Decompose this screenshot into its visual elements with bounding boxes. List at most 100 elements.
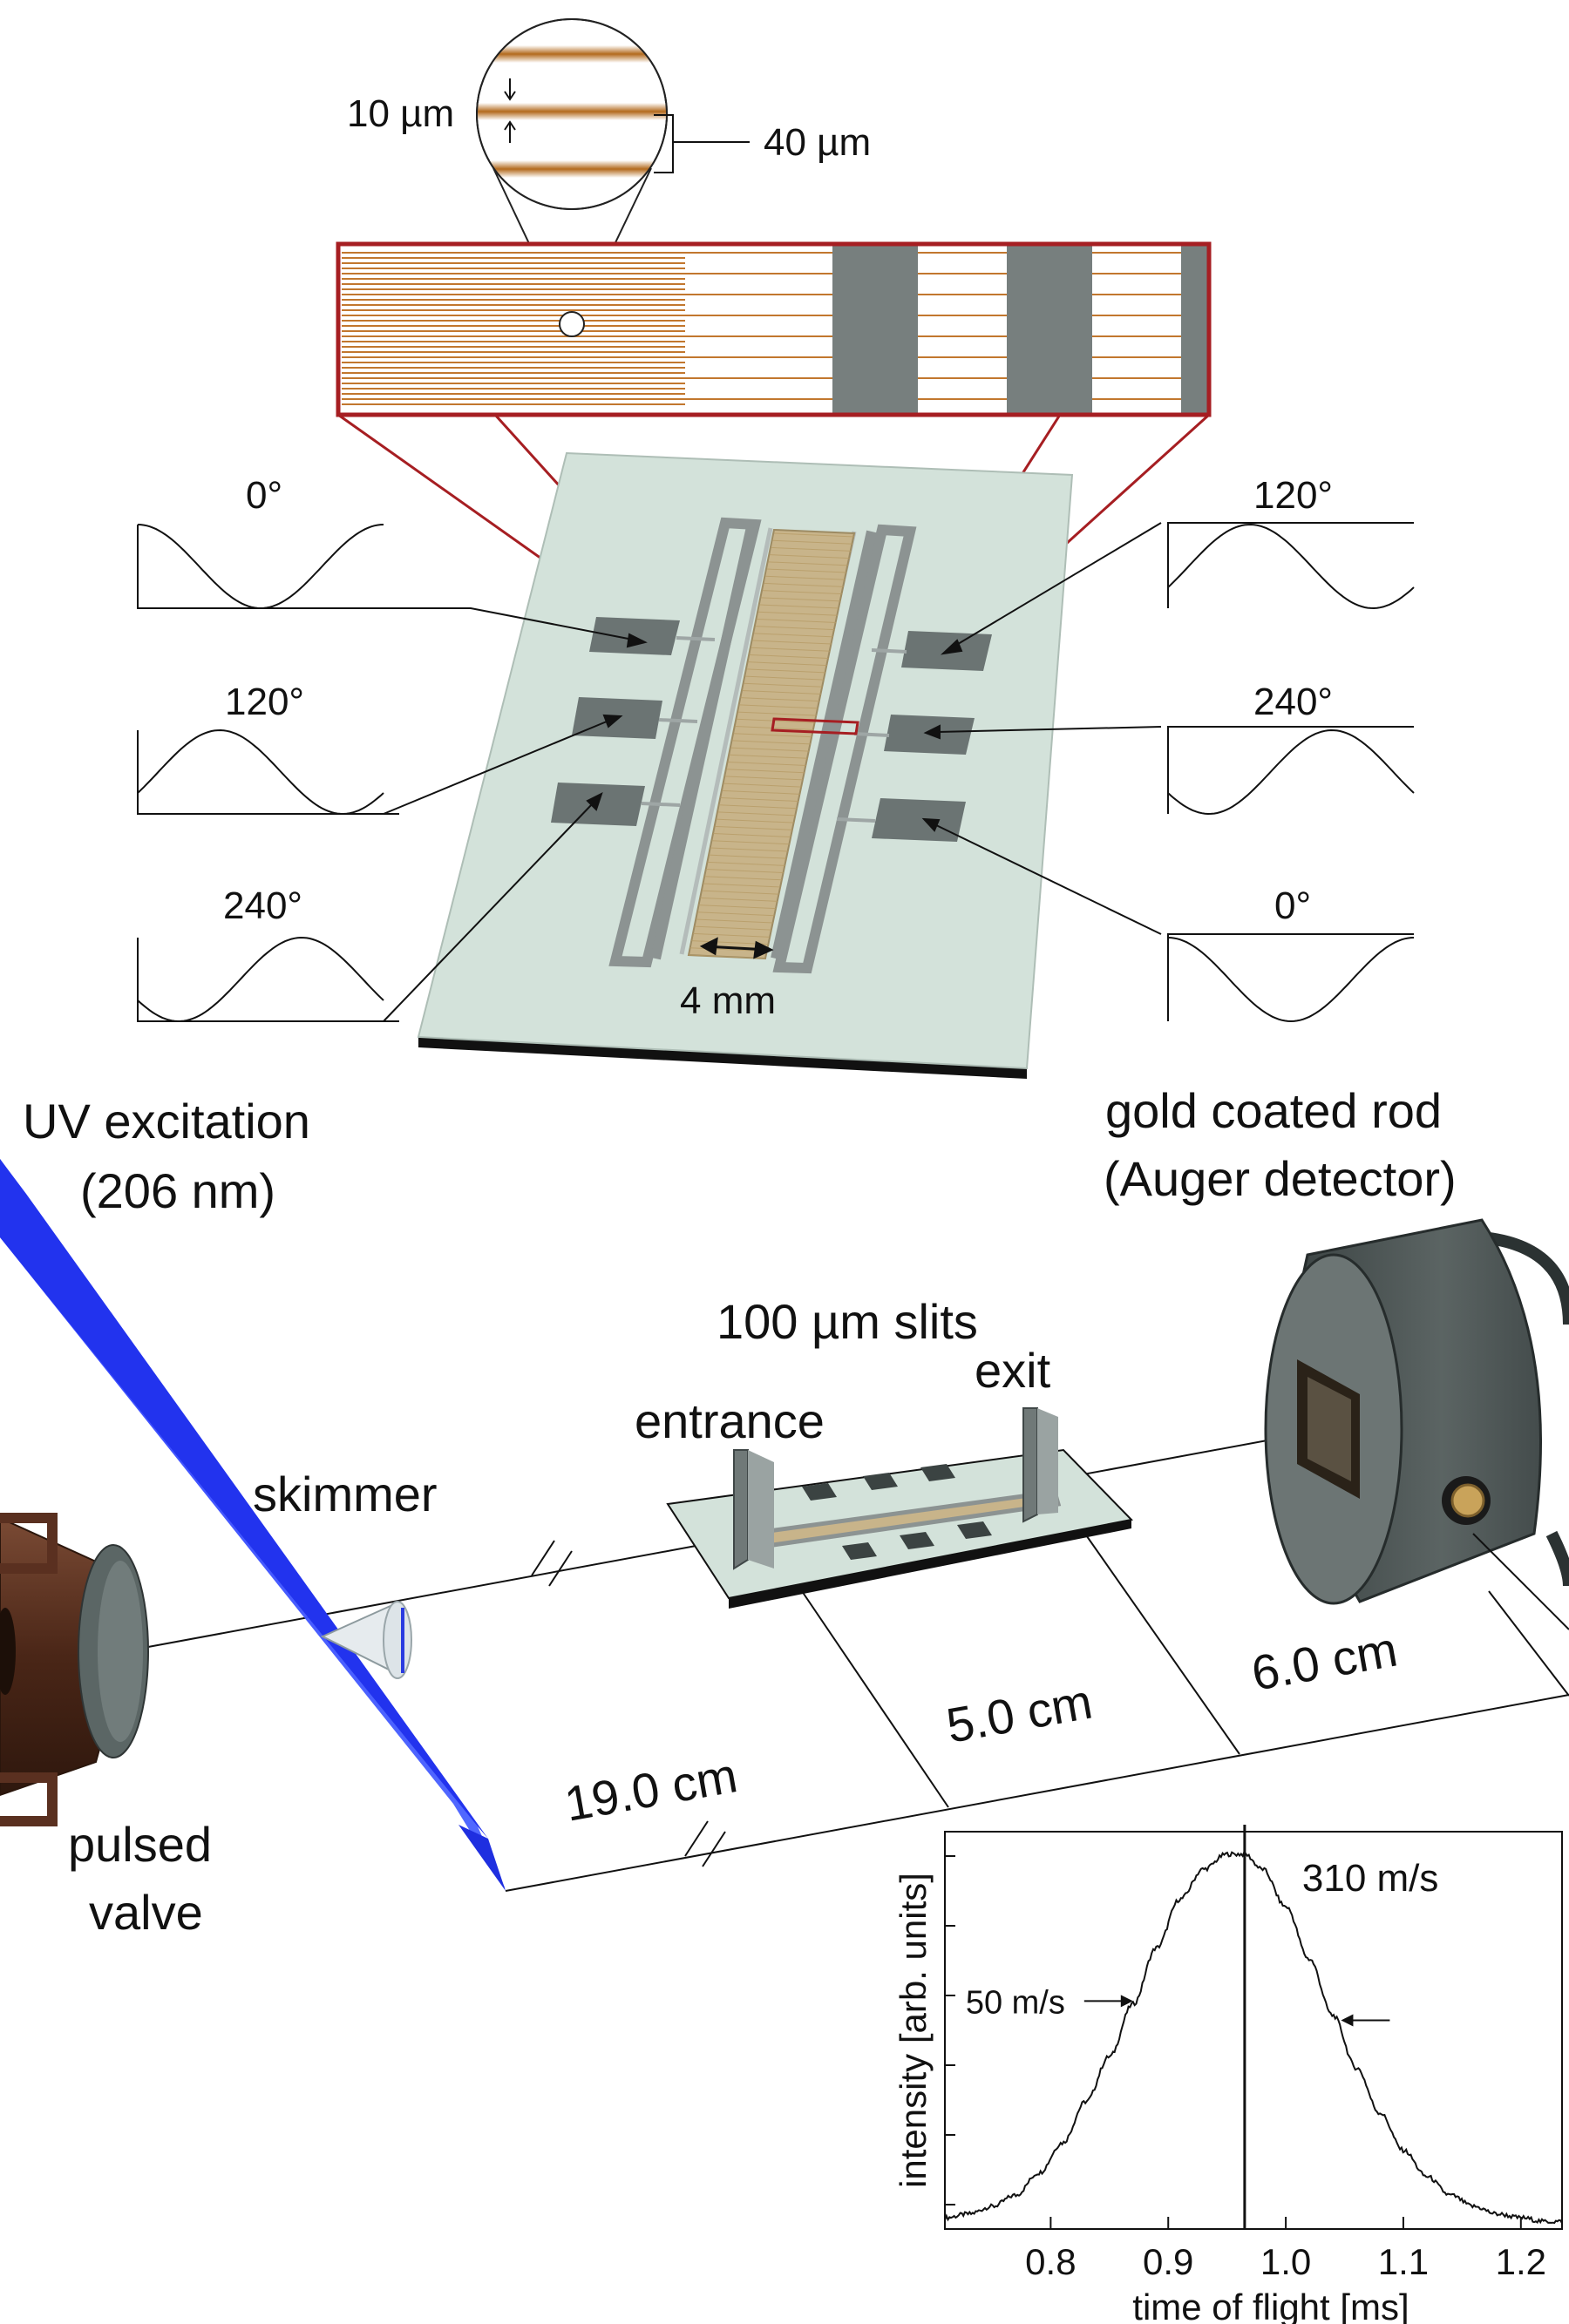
chip-electrode-line — [718, 804, 798, 810]
chip-electrode-line — [717, 811, 796, 816]
line-width-label: 10 µm — [347, 92, 454, 135]
exit-label: exit — [975, 1343, 1051, 1398]
chip-electrode-line — [773, 532, 855, 538]
chip-electrode-line — [727, 762, 806, 767]
skimmer — [320, 1601, 412, 1679]
chip-electrode-line — [736, 718, 816, 723]
chip-electrode-line — [769, 554, 850, 559]
chip-electrode-line — [735, 725, 814, 730]
tof-width-label: 50 m/s — [966, 1984, 1065, 2021]
chip-electrode-line — [696, 911, 775, 917]
chip-electrode-line — [766, 568, 847, 573]
chip-electrode-line — [731, 740, 811, 745]
chip-electrode-line — [762, 590, 843, 595]
chip-electrode-line — [771, 546, 852, 552]
chip-electrode-line — [720, 797, 799, 803]
chip-electrode-line — [709, 854, 787, 859]
phase-sine-wave — [137, 936, 384, 1023]
chip-electrode-line — [713, 833, 791, 838]
detector-label-line2: (Auger detector) — [1104, 1151, 1457, 1206]
chip-electrode-line — [726, 769, 805, 774]
chip-electrode-line — [711, 840, 790, 845]
chip-electrode-line — [740, 697, 820, 702]
chip-electrode-line — [749, 654, 829, 659]
distance-label-1: 19.0 cm — [560, 1747, 741, 1832]
phase-label-left-bottom: 240° — [223, 884, 302, 927]
chip-electrode-line — [698, 905, 777, 910]
electrode-detail-panel — [336, 241, 1212, 417]
x-tick-label: 0.9 — [1143, 2241, 1193, 2282]
fwhm-arrowhead-right — [1341, 2014, 1354, 2027]
chip-electrode-line — [705, 869, 784, 874]
pulsed-valve — [0, 1513, 149, 1826]
tof-y-axis-label: intensity [arb. units] — [893, 1873, 934, 2188]
phase-label-right-bottom: 0° — [1274, 884, 1311, 927]
signal-axis — [137, 938, 399, 1022]
magnified-stripes-circle — [476, 18, 668, 210]
phase-sine-wave — [1167, 523, 1415, 610]
signal-leads — [383, 522, 1162, 1022]
distance-label-3: 6.0 cm — [1247, 1622, 1401, 1701]
tof-x-axis-label: time of flight [ms] — [1132, 2287, 1409, 2324]
phase-sine-wave — [137, 524, 384, 610]
detector-label-line1: gold coated rod — [1105, 1083, 1442, 1138]
chip-electrode-line — [748, 661, 827, 667]
chip-electrode-line — [701, 890, 779, 895]
slit-chip — [666, 1407, 1134, 1609]
tof-series-line — [944, 1850, 1563, 2225]
phase-sine-wave — [137, 728, 384, 816]
chip-electrode-line — [730, 747, 810, 752]
x-tick-label: 0.8 — [1025, 2241, 1076, 2282]
signal-axis — [1167, 522, 1414, 608]
chip-electrode-line — [722, 789, 800, 795]
chip-width-label: 4 mm — [680, 979, 776, 1022]
chip-electrode-line — [688, 954, 766, 959]
tof-width-arrows — [1083, 1995, 1390, 2027]
chip-electrode-line — [696, 918, 773, 924]
x-tick-label: 1.1 — [1378, 2241, 1429, 2282]
detector-lead — [1472, 1533, 1569, 1630]
valve-label-line1: pulsed — [68, 1817, 212, 1872]
chip-electrode-line — [753, 633, 833, 638]
chip-electrode-line — [765, 575, 846, 580]
auger-detector — [1264, 1218, 1569, 1605]
phase-sine-wave — [1167, 728, 1415, 816]
chip-electrode-line — [714, 825, 793, 830]
chip-electrode-line — [744, 682, 823, 688]
chip-electrode-line — [742, 689, 821, 694]
tof-peak-label: 310 m/s — [1302, 1857, 1439, 1900]
chip-electrode-line — [689, 947, 767, 952]
phase-sine-wave — [1167, 937, 1415, 1023]
chip-electrode-line — [751, 647, 831, 652]
zoom-origin-circle — [559, 311, 585, 337]
uv-label-line1: UV excitation — [23, 1094, 310, 1148]
chip-electrode-line — [694, 925, 771, 931]
chip-width-arrow — [699, 937, 774, 959]
tof-y-ticks — [945, 1855, 955, 2205]
fwhm-arrowhead-left — [1120, 1995, 1133, 2008]
line-width-arrows — [504, 78, 516, 143]
x-tick-label: 1.2 — [1496, 2241, 1546, 2282]
axis-break-marks — [531, 1540, 726, 1867]
chip-electrode-line — [739, 704, 818, 709]
chip-electrode-line — [723, 783, 802, 788]
chip-electrode-line — [764, 582, 844, 587]
chip-electrode-line — [755, 626, 835, 631]
phase-label-right-mid: 240° — [1253, 681, 1333, 723]
skimmer-label: skimmer — [253, 1467, 438, 1521]
chip-electrode-line — [744, 675, 825, 681]
chip-electrode-line — [759, 604, 839, 609]
chip-electrode-line — [703, 883, 781, 888]
distance-label-2: 5.0 cm — [942, 1674, 1096, 1753]
entrance-label: entrance — [635, 1393, 825, 1448]
distance-frame — [505, 1529, 1569, 1892]
chip-electrode-line — [772, 539, 853, 545]
signal-axis — [1167, 933, 1414, 1021]
chip-electrode-line — [700, 897, 778, 902]
chip-electrode-line — [707, 861, 785, 866]
chip-electrode-line — [710, 847, 788, 852]
chip-electrode-line — [761, 597, 841, 602]
period-bracket — [654, 114, 750, 173]
